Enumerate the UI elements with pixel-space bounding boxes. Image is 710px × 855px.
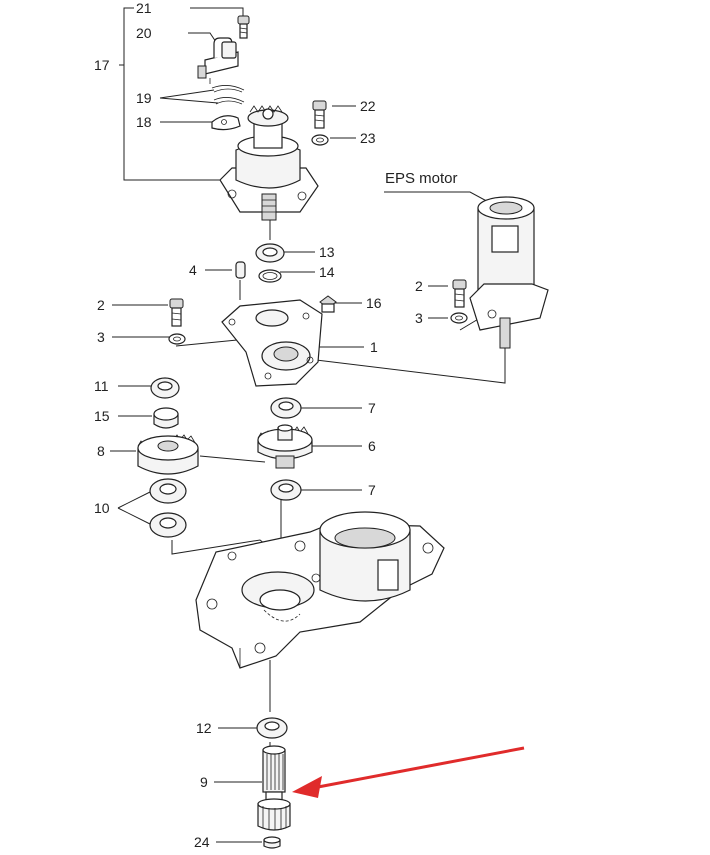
- label-17: 17: [94, 57, 110, 73]
- label-3-right: 3: [415, 310, 423, 326]
- part-12-bearing: [256, 717, 288, 739]
- part-labels: 21 20 17 19 18 22 23 EPS motor 13 14 4 2…: [94, 0, 458, 850]
- label-2-left: 2: [97, 297, 105, 313]
- label-22: 22: [360, 98, 376, 114]
- part-8-gear: [137, 434, 199, 475]
- part-16-plug: [319, 295, 337, 313]
- part-10-bearing-lower: [149, 512, 187, 538]
- part-13-bearing: [255, 243, 285, 263]
- eps-motor: [469, 196, 549, 349]
- label-4: 4: [189, 262, 197, 278]
- part-19-clips: [211, 85, 245, 105]
- label-2-right: 2: [415, 278, 423, 294]
- part-9-pinion-shaft: [257, 745, 291, 831]
- part-17-gear-assembly: [219, 105, 319, 221]
- label-eps-motor: EPS motor: [385, 170, 458, 187]
- part-11-bearing: [150, 377, 180, 399]
- label-16: 16: [366, 295, 382, 311]
- part-15-bushing: [153, 407, 179, 429]
- label-19: 19: [136, 90, 152, 106]
- part-7-bearing-upper: [270, 397, 302, 419]
- label-7-lower: 7: [368, 482, 376, 498]
- part-1-housing-cover: [221, 299, 323, 387]
- label-8: 8: [97, 443, 105, 459]
- label-24: 24: [194, 834, 210, 850]
- label-9: 9: [200, 774, 208, 790]
- label-12: 12: [196, 720, 212, 736]
- part-24-cap: [263, 836, 281, 849]
- red-pointer-arrow: [292, 746, 525, 798]
- label-14: 14: [319, 264, 335, 280]
- label-3-left: 3: [97, 329, 105, 345]
- label-20: 20: [136, 25, 152, 41]
- label-15: 15: [94, 408, 110, 424]
- part-20-sensor-bracket: [197, 37, 239, 84]
- part-22-bolt: [312, 100, 327, 129]
- part-6-gear: [257, 424, 313, 469]
- part-3-washer-left: [168, 333, 186, 345]
- label-23: 23: [360, 130, 376, 146]
- part-21-screw: [237, 15, 250, 39]
- part-10-bearing-upper: [149, 478, 187, 504]
- part-23-washer: [311, 134, 329, 146]
- part-18-plate: [211, 115, 241, 131]
- part-2-bolt-right: [452, 279, 467, 308]
- label-18: 18: [136, 114, 152, 130]
- label-1: 1: [370, 339, 378, 355]
- label-6: 6: [368, 438, 376, 454]
- label-10: 10: [94, 500, 110, 516]
- label-11: 11: [94, 378, 109, 394]
- part-3-washer-right: [450, 312, 468, 324]
- part-7-bearing-lower: [270, 479, 302, 501]
- label-21: 21: [136, 0, 152, 16]
- part-14-ring: [258, 269, 282, 283]
- part-2-bolt-left: [169, 298, 184, 327]
- label-13: 13: [319, 244, 335, 260]
- part-4-pin: [235, 261, 246, 279]
- label-7-upper: 7: [368, 400, 376, 416]
- gear-housing: [195, 511, 445, 669]
